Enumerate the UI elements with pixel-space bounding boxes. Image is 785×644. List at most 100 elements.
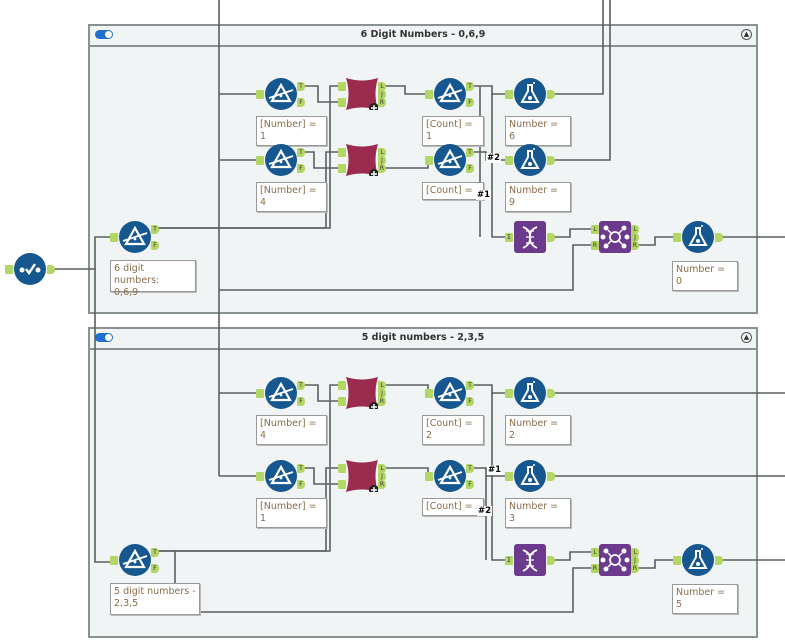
join-tool[interactable] [346, 460, 378, 492]
input-anchor[interactable] [110, 232, 118, 242]
false-anchor[interactable]: F [466, 479, 474, 489]
output-anchor[interactable] [547, 555, 555, 565]
left-output-anchor[interactable]: L [378, 380, 386, 390]
right-output-anchor[interactable]: R [631, 240, 639, 250]
false-anchor[interactable]: F [297, 479, 305, 489]
true-anchor[interactable]: T [151, 224, 159, 234]
formula-tool[interactable] [514, 78, 546, 110]
true-anchor[interactable]: T [466, 81, 474, 91]
right-output-anchor[interactable]: R [631, 563, 639, 573]
join-output-anchor[interactable]: J [378, 155, 386, 165]
input-anchor[interactable] [505, 155, 513, 165]
join-tool[interactable] [346, 144, 378, 176]
right-input-anchor[interactable] [338, 163, 346, 173]
input-data-tool[interactable] [14, 253, 46, 285]
input-anchor[interactable] [256, 89, 264, 99]
right-input-anchor[interactable]: R [591, 563, 599, 573]
right-input-anchor[interactable] [338, 396, 346, 406]
input-anchor[interactable] [5, 264, 13, 274]
formula-tool[interactable] [514, 377, 546, 409]
input-anchor[interactable] [505, 471, 513, 481]
true-anchor[interactable]: T [297, 81, 305, 91]
union-tool[interactable] [514, 544, 546, 576]
false-anchor[interactable]: F [466, 163, 474, 173]
true-anchor[interactable]: T [466, 380, 474, 390]
left-output-anchor[interactable]: L [378, 81, 386, 91]
right-output-anchor[interactable]: R [378, 479, 386, 489]
count-filter-tool[interactable] [434, 377, 466, 409]
filter-tool[interactable] [265, 460, 297, 492]
left-input-anchor[interactable] [338, 463, 346, 473]
right-output-anchor[interactable]: R [378, 163, 386, 173]
input-anchor[interactable] [673, 232, 681, 242]
right-input-anchor[interactable] [338, 97, 346, 107]
input-anchor[interactable] [110, 555, 118, 565]
left-input-anchor[interactable]: L [591, 224, 599, 234]
output-anchor[interactable] [547, 232, 555, 242]
count-filter-tool[interactable] [434, 144, 466, 176]
input-anchor[interactable] [425, 89, 433, 99]
false-anchor[interactable]: F [297, 97, 305, 107]
count-filter-tool[interactable] [434, 460, 466, 492]
input-anchor[interactable] [505, 89, 513, 99]
group-filter-tool[interactable] [119, 221, 151, 253]
input-anchor[interactable] [673, 555, 681, 565]
join-output-anchor[interactable]: J [378, 471, 386, 481]
join-output-anchor[interactable]: J [631, 232, 639, 242]
join-tool[interactable] [346, 78, 378, 110]
union-tool[interactable] [514, 221, 546, 253]
left-input-anchor[interactable] [338, 81, 346, 91]
output-anchor[interactable] [547, 155, 555, 165]
join-output-anchor[interactable]: J [631, 555, 639, 565]
chevron-up-circle-icon[interactable]: ▲ [741, 332, 752, 343]
container-toggle[interactable] [95, 30, 113, 39]
formula-tool[interactable] [514, 460, 546, 492]
output-anchor[interactable] [715, 232, 723, 242]
true-anchor[interactable]: T [466, 147, 474, 157]
filter-tool[interactable] [265, 377, 297, 409]
join-tool[interactable] [346, 377, 378, 409]
left-input-anchor[interactable] [338, 147, 346, 157]
left-input-anchor[interactable] [338, 380, 346, 390]
join-multiple-tool[interactable] [599, 544, 631, 576]
output-anchor[interactable] [47, 264, 55, 274]
input-anchor[interactable] [505, 388, 513, 398]
input-anchor[interactable] [256, 471, 264, 481]
left-output-anchor[interactable]: L [378, 147, 386, 157]
true-anchor[interactable]: T [297, 463, 305, 473]
true-anchor[interactable]: T [297, 147, 305, 157]
false-anchor[interactable]: F [297, 163, 305, 173]
join-multiple-tool[interactable] [599, 221, 631, 253]
group-filter-tool[interactable] [119, 544, 151, 576]
filter-tool[interactable] [265, 78, 297, 110]
input-anchor[interactable] [425, 388, 433, 398]
output-anchor[interactable] [547, 471, 555, 481]
true-anchor[interactable]: T [151, 547, 159, 557]
output-anchor[interactable] [547, 89, 555, 99]
formula-tool[interactable] [514, 144, 546, 176]
right-input-anchor[interactable] [338, 479, 346, 489]
right-output-anchor[interactable]: R [378, 97, 386, 107]
input-anchor[interactable]: Σ [505, 232, 513, 242]
formula-tool[interactable] [682, 221, 714, 253]
true-anchor[interactable]: T [297, 380, 305, 390]
left-output-anchor[interactable]: L [631, 547, 639, 557]
left-input-anchor[interactable]: L [591, 547, 599, 557]
input-anchor[interactable] [425, 471, 433, 481]
right-input-anchor[interactable]: R [591, 240, 599, 250]
chevron-up-circle-icon[interactable]: ▲ [741, 29, 752, 40]
false-anchor[interactable]: F [151, 240, 159, 250]
filter-tool[interactable] [265, 144, 297, 176]
true-anchor[interactable]: T [466, 463, 474, 473]
false-anchor[interactable]: F [151, 563, 159, 573]
output-anchor[interactable] [547, 388, 555, 398]
input-anchor[interactable] [256, 388, 264, 398]
count-filter-tool[interactable] [434, 78, 466, 110]
input-anchor[interactable]: Σ [505, 555, 513, 565]
left-output-anchor[interactable]: L [631, 224, 639, 234]
input-anchor[interactable] [425, 155, 433, 165]
false-anchor[interactable]: F [466, 97, 474, 107]
output-anchor[interactable] [715, 555, 723, 565]
right-output-anchor[interactable]: R [378, 396, 386, 406]
formula-tool[interactable] [682, 544, 714, 576]
